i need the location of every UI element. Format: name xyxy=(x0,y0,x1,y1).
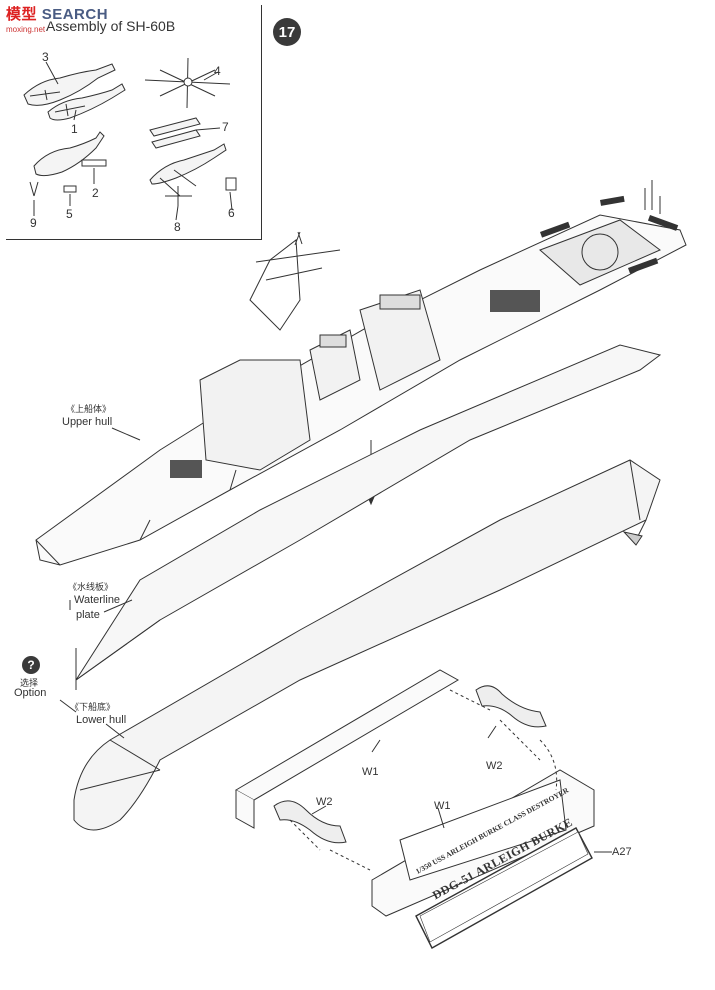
callout-8: 8 xyxy=(174,220,181,234)
stand-side-w1-back xyxy=(234,669,460,829)
step-number-badge: 17 xyxy=(273,18,301,46)
helicopter-part-3 xyxy=(23,63,116,106)
callout-4: 4 xyxy=(214,64,221,78)
callout-6: 6 xyxy=(228,206,235,220)
helicopter-part-1 xyxy=(47,83,126,121)
stand-cradle-w2-right xyxy=(475,685,547,728)
rotor-part-4 xyxy=(144,57,231,109)
callout-2: 2 xyxy=(92,186,99,200)
callout-1: 1 xyxy=(71,122,78,136)
label-w2-left: W2 xyxy=(316,796,333,808)
watermark-url: moxing.net xyxy=(6,25,46,34)
mast-posts xyxy=(644,180,661,214)
upper-hull-superstructure xyxy=(199,231,441,471)
upper-hull-label: Upper hull xyxy=(62,416,113,428)
option-help-icon: ? xyxy=(22,656,40,674)
label-w1-right: W1 xyxy=(434,800,451,812)
waterline-label-2: plate xyxy=(76,609,100,621)
helicopter-assembled xyxy=(149,143,227,197)
inset-title: Assembly of SH-60B xyxy=(46,18,176,34)
waterline-label-1: Waterline xyxy=(74,594,121,606)
stand-side-w1-front xyxy=(371,769,595,917)
watermark-logo: 模型 SEARCH xyxy=(6,6,109,23)
lower-hull-label-cn: 《下船底》 xyxy=(70,703,116,713)
waterline-plate xyxy=(75,344,662,681)
upper-hull-label-cn: 《上船体》 xyxy=(66,405,112,415)
fuselage-half-part-2 xyxy=(33,131,107,177)
part-5-6-9-small xyxy=(29,177,237,197)
stand-dashed-guides xyxy=(289,689,558,871)
option-label-cn: 选择 xyxy=(20,679,39,689)
callout-7: 7 xyxy=(222,120,229,134)
lower-hull-label: Lower hull xyxy=(76,714,127,726)
callout-3: 3 xyxy=(42,50,49,64)
inset-panel xyxy=(6,5,262,240)
vls-cells xyxy=(170,290,540,478)
label-w2-right: W2 xyxy=(486,760,503,772)
waterline-label-cn: 《水线板》 xyxy=(68,583,114,593)
label-w1-left: W1 xyxy=(362,766,379,778)
label-a27: A27 xyxy=(612,846,632,858)
stand-cradle-w2-left xyxy=(273,800,347,844)
deck-rail-blocks xyxy=(539,195,679,274)
callout-5: 5 xyxy=(66,207,73,221)
part-8-rotor xyxy=(165,186,192,206)
helicopter-deck xyxy=(539,219,661,286)
option-label: Option xyxy=(14,687,47,699)
lower-hull xyxy=(73,459,661,831)
part-7-floats xyxy=(149,117,201,149)
callout-9: 9 xyxy=(30,216,37,230)
nameplate-a27 xyxy=(415,827,593,949)
